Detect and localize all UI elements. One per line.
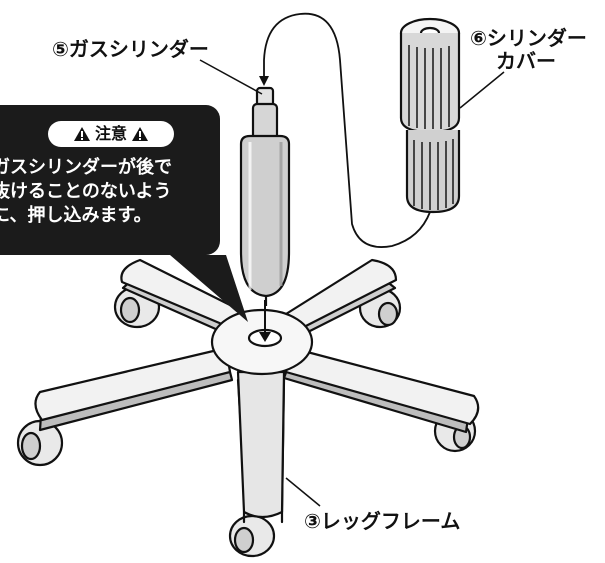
caster-left-front (16, 419, 64, 467)
caution-badge: 注意 (48, 121, 174, 147)
cylinder-cover (399, 17, 461, 214)
gas-cylinder (239, 86, 291, 306)
label-cylinder-cover-line1: ⑥シリンダー (470, 26, 587, 50)
caution-line: 抜けることのないよう (0, 181, 172, 202)
label-cylinder-cover-line2: カバー (496, 49, 556, 73)
leader-cylinder-cover (459, 71, 505, 109)
caster-bottom (228, 514, 276, 558)
leader-gas-cylinder (199, 59, 263, 95)
warning-icon (73, 127, 90, 141)
leg-frame (16, 258, 480, 558)
insert-arrow-down (259, 300, 271, 342)
caution-line: に、押し込みます。 (0, 205, 152, 226)
label-gas-cylinder: ⑤ガスシリンダー (52, 37, 209, 61)
leader-leg-frame (285, 477, 321, 507)
caution-title: 注意 (94, 124, 127, 143)
leader-lines (199, 59, 505, 507)
callout-pointer (170, 255, 248, 322)
label-leg-frame: ③レッグフレーム (304, 509, 461, 533)
cover-placement-arrow (259, 12, 431, 248)
caution-message: ガスシリンダーが後で 抜けることのないよう に、押し込みます。 (0, 156, 218, 228)
caution-line: ガスシリンダーが後で (0, 157, 172, 178)
warning-icon (132, 127, 148, 141)
